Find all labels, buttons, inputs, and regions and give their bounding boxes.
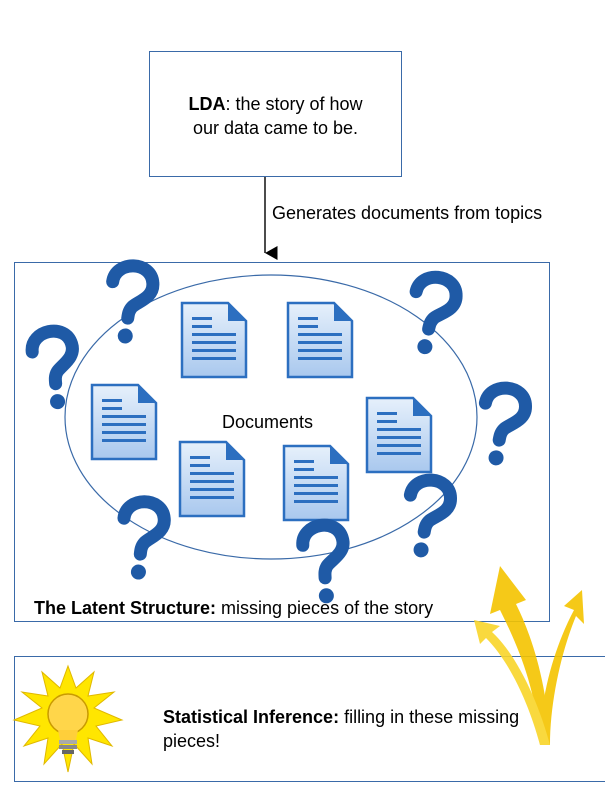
latent-structure-label: The Latent Structure: missing pieces of … xyxy=(34,597,433,619)
question-mark-icon xyxy=(301,524,347,605)
document-icon xyxy=(282,444,350,522)
inference-desc-2: pieces! xyxy=(163,731,221,751)
lda-title: LDA xyxy=(188,94,226,114)
latent-desc: missing pieces of the story xyxy=(216,598,434,618)
lda-desc-1: : the story of how xyxy=(225,94,363,114)
document-icon xyxy=(90,383,158,461)
question-mark-icon xyxy=(475,385,528,469)
latent-title: The Latent Structure: xyxy=(34,598,217,618)
question-mark-icon xyxy=(118,500,166,582)
document-icon xyxy=(178,440,246,518)
document-icon xyxy=(365,396,433,474)
inference-arrows xyxy=(474,566,584,745)
inference-desc-1: filling in these missing xyxy=(339,707,520,727)
document-icon xyxy=(180,301,248,379)
statistical-inference-label: Statistical Inference: filling in these … xyxy=(163,705,519,753)
question-mark-icon xyxy=(30,329,78,411)
generates-label: Generates documents from topics xyxy=(272,203,543,223)
lightbulb-icon xyxy=(12,664,124,773)
documents-label: Documents xyxy=(222,412,314,432)
question-mark-icon xyxy=(400,477,453,561)
lda-box: LDA: the story of how our data came to b… xyxy=(149,51,402,177)
inference-title: Statistical Inference: xyxy=(163,707,340,727)
document-icon xyxy=(286,301,354,379)
documents-ellipse xyxy=(64,274,478,560)
question-mark-icon xyxy=(104,263,155,346)
lda-text: LDA: the story of how our data came to b… xyxy=(150,92,401,140)
question-mark-icon xyxy=(404,273,460,358)
lda-desc-2: our data came to be. xyxy=(192,118,359,138)
